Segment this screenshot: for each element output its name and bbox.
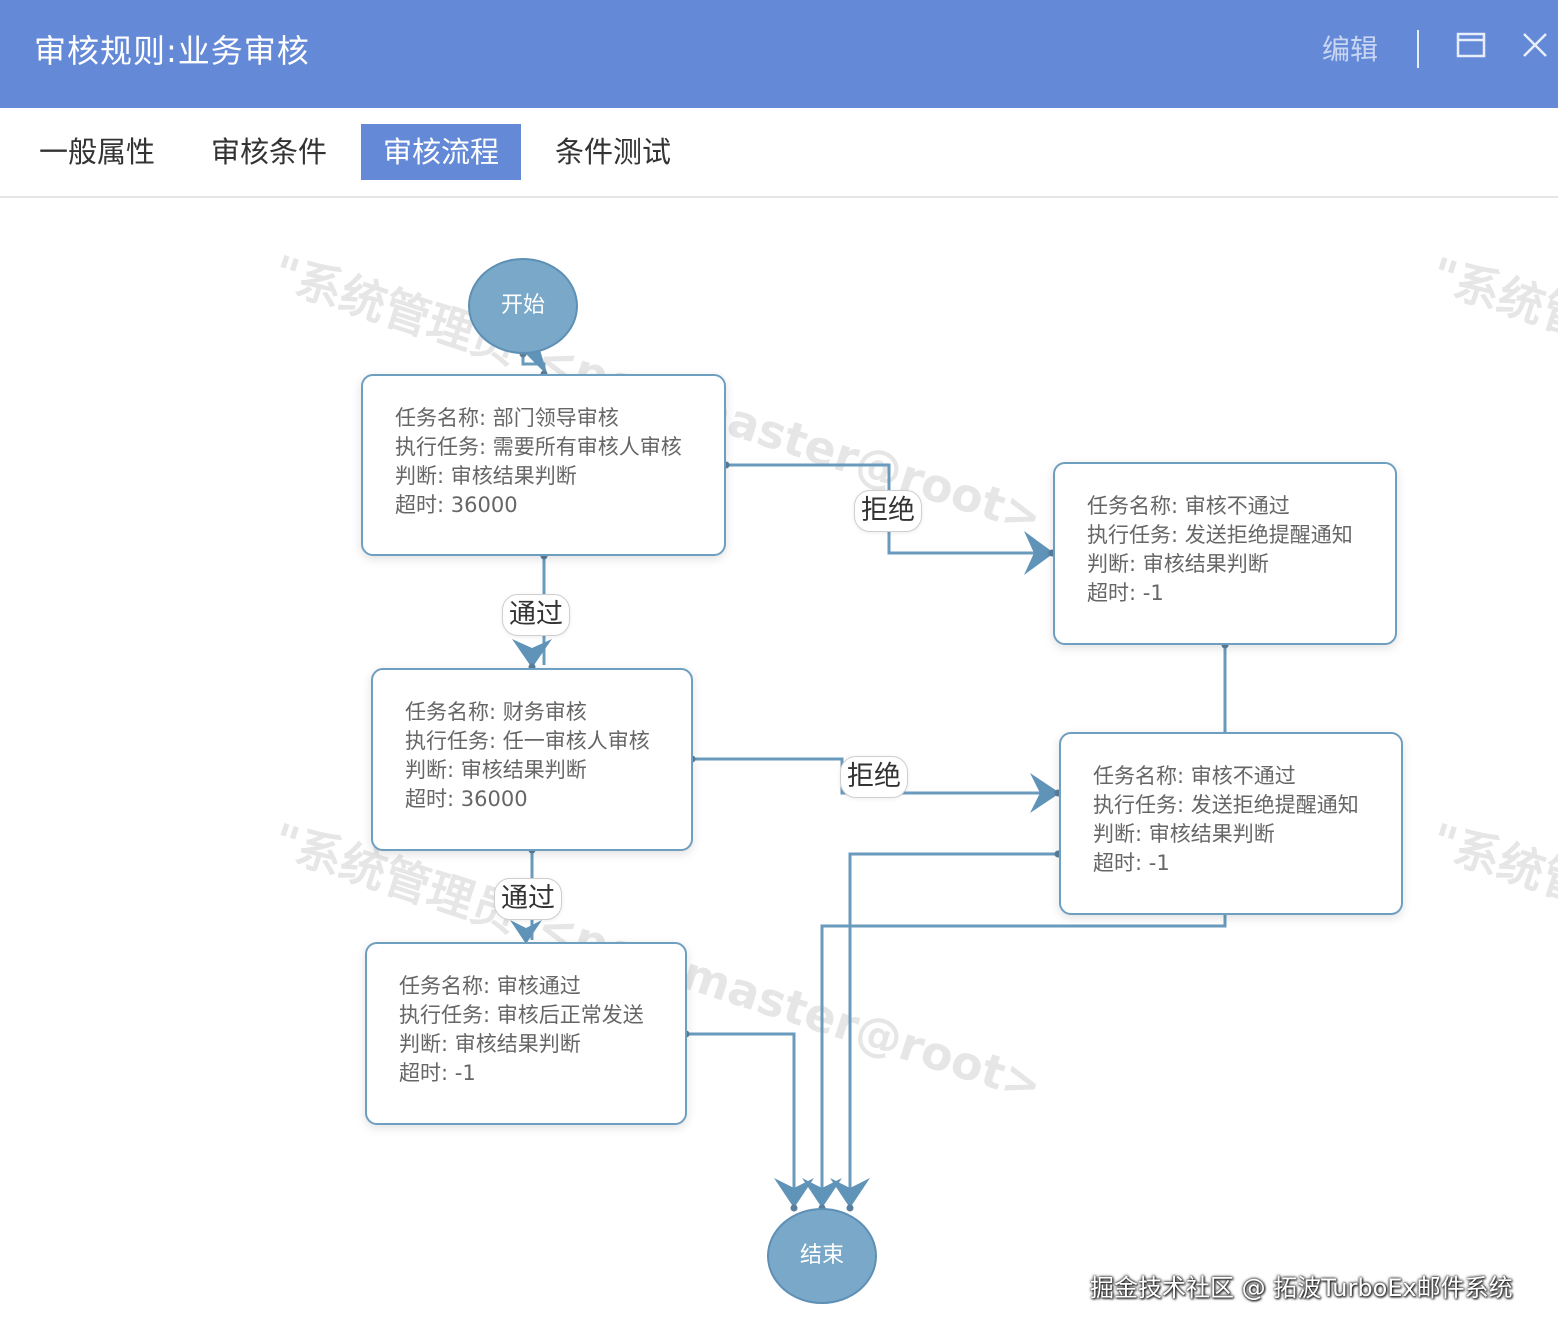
node-task-action: 执行任务: 任一审核人审核	[405, 729, 650, 753]
flow-start-node[interactable]: 开始	[468, 258, 578, 354]
flow-node-leader-review[interactable]: 任务名称: 部门领导审核 执行任务: 需要所有审核人审核 判断: 审核结果判断 …	[361, 374, 726, 556]
tab-flow[interactable]: 审核流程	[361, 124, 521, 180]
node-task-action: 执行任务: 发送拒绝提醒通知	[1087, 523, 1353, 547]
node-judge: 判断: 审核结果判断	[395, 464, 577, 488]
flow-canvas: "系统管理员"<postmaster@root> "系统管理员"<postmas…	[0, 198, 1558, 1332]
node-timeout: 超时: -1	[399, 1061, 476, 1085]
edge-label-pass[interactable]: 通过	[502, 594, 570, 636]
titlebar-divider	[1417, 30, 1419, 68]
arrow-head	[510, 920, 542, 944]
node-task-action: 执行任务: 发送拒绝提醒通知	[1093, 793, 1359, 817]
node-timeout: 超时: 36000	[395, 493, 518, 517]
node-judge: 判断: 审核结果判断	[399, 1032, 581, 1056]
edge-label-reject[interactable]: 拒绝	[854, 490, 922, 532]
node-task-name: 任务名称: 审核不通过	[1093, 764, 1296, 788]
arrow-head	[1024, 531, 1054, 575]
tab-general[interactable]: 一般属性	[38, 135, 155, 169]
node-judge: 判断: 审核结果判断	[1087, 552, 1269, 576]
window-maximize-icon[interactable]	[1454, 28, 1488, 62]
node-task-name: 任务名称: 财务审核	[405, 700, 587, 724]
arrow-head	[774, 1178, 814, 1208]
edit-button[interactable]: 编辑	[1322, 33, 1379, 66]
node-timeout: 超时: 36000	[405, 787, 528, 811]
edge-reject2-to-end	[848, 852, 1058, 1206]
node-judge: 判断: 审核结果判断	[405, 758, 587, 782]
tab-conditions[interactable]: 审核条件	[210, 135, 327, 169]
edge-label-pass[interactable]: 通过	[494, 878, 562, 920]
flow-node-reject-1[interactable]: 任务名称: 审核不通过 执行任务: 发送拒绝提醒通知 判断: 审核结果判断 超时…	[1053, 462, 1397, 645]
flow-node-reject-2[interactable]: 任务名称: 审核不通过 执行任务: 发送拒绝提醒通知 判断: 审核结果判断 超时…	[1059, 732, 1403, 915]
flow-node-approved[interactable]: 任务名称: 审核通过 执行任务: 审核后正常发送 判断: 审核结果判断 超时: …	[365, 942, 687, 1125]
node-timeout: 超时: -1	[1087, 581, 1164, 605]
arrow-head	[802, 1178, 842, 1208]
tab-bar: 一般属性 审核条件 审核流程 条件测试	[0, 108, 1558, 198]
arrow-head	[830, 1178, 870, 1208]
arrow-head	[1030, 773, 1060, 813]
flow-node-finance-review[interactable]: 任务名称: 财务审核 执行任务: 任一审核人审核 判断: 审核结果判断 超时: …	[371, 668, 693, 851]
edge-approved-to-end	[686, 1032, 796, 1206]
window-titlebar: 审核规则:业务审核 编辑	[0, 0, 1558, 108]
flow-end-node[interactable]: 结束	[767, 1208, 877, 1304]
node-timeout: 超时: -1	[1093, 851, 1170, 875]
tab-test[interactable]: 条件测试	[554, 135, 671, 169]
node-task-name: 任务名称: 部门领导审核	[395, 406, 619, 430]
node-task-action: 执行任务: 审核后正常发送	[399, 1003, 644, 1027]
edge-reject1-to-end	[820, 645, 1227, 1206]
node-judge: 判断: 审核结果判断	[1093, 822, 1275, 846]
close-icon[interactable]	[1518, 28, 1552, 62]
node-task-name: 任务名称: 审核通过	[399, 974, 581, 998]
edge-label-reject[interactable]: 拒绝	[840, 756, 908, 798]
arrow-head	[512, 639, 552, 668]
arrow-head	[520, 348, 548, 376]
node-task-name: 任务名称: 审核不通过	[1087, 494, 1290, 518]
window-title: 审核规则:业务审核	[34, 32, 310, 70]
flow-edges	[510, 348, 1229, 1212]
source-credit: 掘金技术社区 @ 拓波TurboEx邮件系统	[1090, 1274, 1513, 1302]
node-task-action: 执行任务: 需要所有审核人审核	[395, 435, 682, 459]
